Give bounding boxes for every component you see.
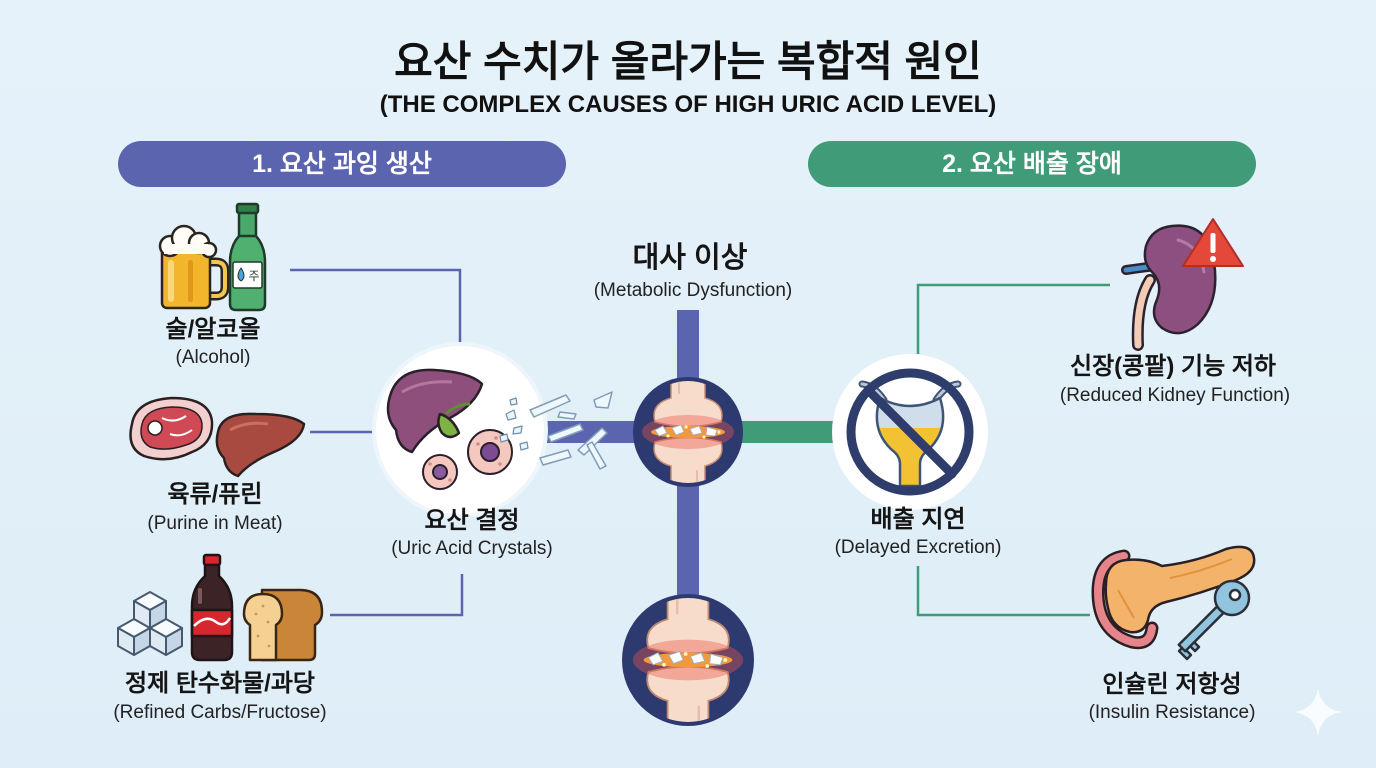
excretion-connectors (916, 283, 1110, 617)
excretion-label: 배출 지연 (870, 506, 966, 533)
carbs-sublabel: (Refined Carbs/Fructose) (113, 702, 327, 723)
pancreas-icon (1091, 545, 1256, 650)
meat-sublabel: (Purine in Meat) (147, 513, 283, 534)
steak-icon (129, 396, 214, 461)
ban-icon (846, 368, 974, 496)
production-header-pill (118, 141, 566, 187)
crystals-label: 요산 결정 (424, 507, 520, 534)
key-icon (1177, 579, 1251, 661)
inflamed-joint-large-icon (631, 598, 745, 722)
cola-bottle-icon (190, 553, 234, 662)
carbs-label: 정제 탄수화물/과당 (125, 670, 315, 697)
insulin-connector (916, 566, 1090, 617)
production-connectors (290, 268, 464, 617)
water-drop-icon (237, 267, 245, 282)
insulin-sublabel: (Insulin Resistance) (1088, 702, 1256, 723)
gallbladder-icon (437, 412, 461, 439)
uric-acid-crystals (529, 391, 613, 470)
excretion-header: 2. 요산 배출 장애 (942, 150, 1122, 178)
metabolic-label: 대사 이상 (632, 242, 748, 274)
kidney-sublabel: (Reduced Kidney Function) (1059, 385, 1291, 406)
soju-label-text: 주 (248, 269, 259, 283)
alcohol-connector (290, 268, 462, 346)
metabolic-sublabel: (Metabolic Dysfunction) (593, 280, 793, 301)
bread-loaf-icon (242, 588, 324, 662)
crystal-fragments (499, 397, 529, 451)
excretion-sublabel: (Delayed Excretion) (834, 537, 1002, 558)
inflamed-joint-icon (641, 381, 735, 483)
beer-mug-icon (158, 224, 230, 310)
crystals-sublabel: (Uric Acid Crystals) (391, 538, 553, 559)
liver-food-icon (215, 412, 306, 478)
kidney-label: 신장(콩팥) 기능 저하 (1070, 353, 1276, 380)
insulin-label: 인슐린 저항성 (1102, 671, 1242, 698)
sugar-cubes-icon (117, 591, 183, 656)
sparkle-icon (1294, 688, 1342, 736)
meat-label: 육류/퓨린 (167, 481, 263, 508)
liver-organ-icon (386, 368, 484, 454)
soju-bottle-icon: 주 (228, 202, 267, 312)
warning-icon (1182, 218, 1244, 267)
alcohol-label: 술/알코올 (165, 316, 261, 343)
alcohol-sublabel: (Alcohol) (175, 347, 251, 368)
excretion-header-pill (808, 141, 1256, 187)
page-title: 요산 수치가 올라가는 복합적 원인 (394, 38, 982, 85)
carbs-connector (330, 574, 464, 617)
kidney-connector (916, 283, 1110, 354)
production-header: 1. 요산 과잉 생산 (252, 150, 432, 178)
page-subtitle: (THE COMPLEX CAUSES OF HIGH URIC ACID LE… (379, 91, 997, 118)
